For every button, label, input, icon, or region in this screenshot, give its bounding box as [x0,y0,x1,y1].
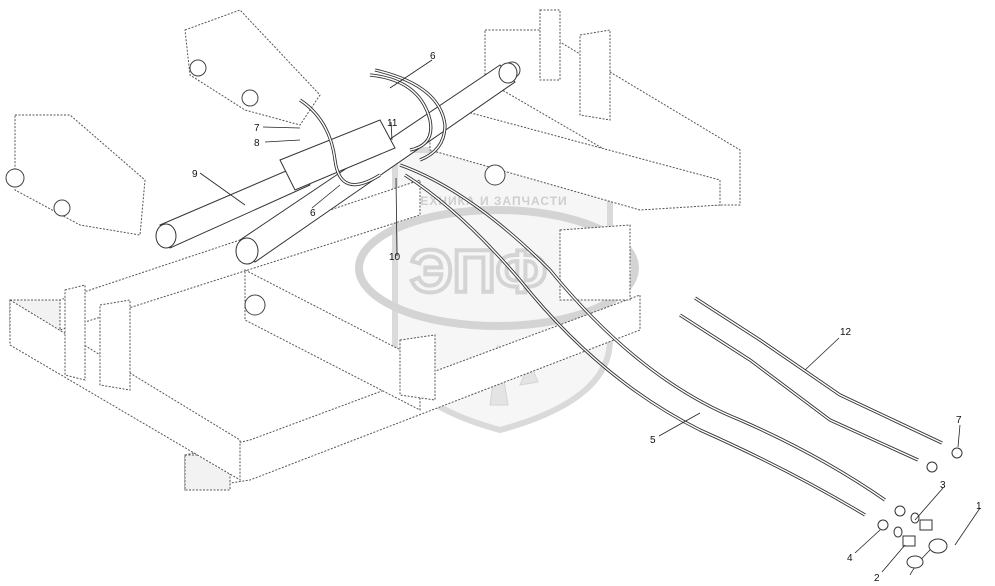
watermark-company-text: ТЕХНИКА И ЗАПЧАСТИ [412,194,568,208]
callout-5: 5 [650,435,656,446]
main-frame [9,9,741,491]
callout-7-left: 7 [254,123,260,134]
dust-cap-icon [906,555,924,569]
callout-labels: 1 2 3 4 5 6 6 7 7 8 9 10 11 12 [192,51,982,584]
loose-fittings [877,447,963,576]
washer-icon [910,512,920,524]
callout-11: 11 [387,118,398,129]
callout-1: 1 [976,501,982,512]
callout-4: 4 [847,553,853,564]
callout-7-right: 7 [956,415,962,426]
hose-5 [399,163,886,517]
callout-9: 9 [192,169,198,180]
callout-6-bottom: 6 [310,208,316,219]
hoses-on-machine [299,68,447,187]
leader-lines [199,59,981,573]
callout-6-top: 6 [430,51,436,62]
coupling-icon [902,535,916,547]
washer-icon [893,526,903,538]
callout-2: 2 [874,573,880,584]
nut-icon [926,461,938,473]
nut-icon [951,447,963,459]
nut-icon [877,519,889,531]
hose-12 [679,296,943,462]
cylinder-body-center [279,119,396,191]
callout-8: 8 [254,138,260,149]
callout-12: 12 [840,327,852,338]
hydraulic-cylinder-right [235,62,518,265]
callout-10: 10 [389,252,401,263]
nut-icon [894,505,906,517]
coupling-icon [919,519,933,531]
callout-3: 3 [940,480,946,491]
